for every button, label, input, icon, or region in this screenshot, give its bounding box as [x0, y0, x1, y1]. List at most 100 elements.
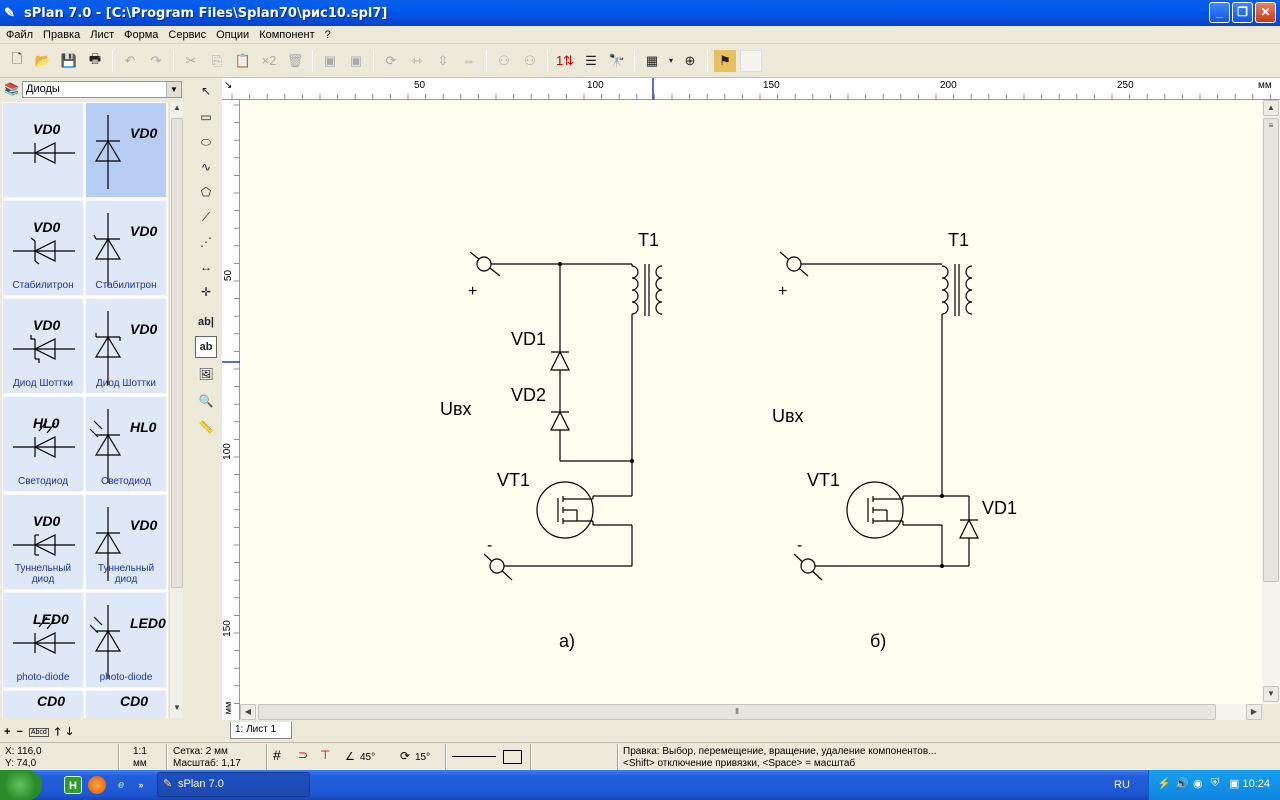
arrow-down-icon[interactable]: 🡓 [66, 725, 73, 738]
library-cell-diode-v[interactable]: VD0 [85, 102, 167, 198]
polygon-icon[interactable]: ⬠ [200, 185, 212, 199]
send-back-icon[interactable]: ▣ [349, 52, 363, 68]
scroll-left-icon[interactable]: ◀ [240, 704, 256, 720]
menu-edit[interactable]: Правка [43, 28, 81, 41]
ie-icon[interactable]: e [117, 779, 125, 791]
canvas-hscrollbar[interactable]: ◀ ⦀ ▶ [240, 704, 1262, 720]
library-select[interactable]: Диоды ▼ [22, 80, 182, 98]
image-icon[interactable]: 🖼 [198, 367, 214, 381]
library-cell-partial[interactable]: CD0 [2, 690, 84, 718]
canvas-vscroll-thumb[interactable]: ≡ [1263, 118, 1279, 582]
blank-tool-icon[interactable] [740, 49, 762, 72]
tray-network-icon[interactable]: ⚡ [1157, 778, 1171, 790]
save-icon[interactable]: 💾 [60, 52, 78, 68]
minimize-button[interactable]: _ [1209, 2, 1230, 23]
cut-icon[interactable]: ✂ [185, 52, 197, 68]
align-icon[interactable]: ⇔ [462, 53, 476, 68]
library-scroll-thumb[interactable] [171, 118, 183, 588]
component-editor-icon[interactable]: ⚑ [714, 49, 736, 72]
library-cell-partial[interactable]: CD0 [85, 690, 167, 718]
mirror-h-icon[interactable]: ⇿ [411, 52, 423, 68]
abcd-icon[interactable]: Abcd [28, 727, 49, 737]
chevron-down-icon[interactable]: ▼ [166, 81, 181, 97]
close-button[interactable]: ✕ [1255, 2, 1276, 23]
redo-icon[interactable]: ↷ [150, 52, 162, 68]
duplicate-icon[interactable]: ×2 [261, 53, 277, 68]
splan-app-icon[interactable]: ✎ [4, 5, 15, 20]
quicklaunch-more-icon[interactable]: » [138, 780, 144, 790]
menu-form[interactable]: Форма [124, 28, 159, 41]
menu-options[interactable]: Опции [216, 28, 250, 41]
sheet-tab-1[interactable]: 1: Лист 1 [230, 722, 292, 739]
bring-front-icon[interactable]: ▣ [323, 52, 337, 68]
scroll-down-icon[interactable]: ▼ [173, 703, 181, 712]
language-indicator[interactable]: RU [1114, 779, 1130, 791]
tray-monitor-icon[interactable]: ▣ [1229, 778, 1240, 790]
magnet-icon[interactable]: ⊃ [298, 748, 309, 762]
polyline-icon[interactable]: ⋰ [200, 235, 212, 249]
line-icon[interactable]: ⟋ [201, 209, 211, 224]
library-book-icon[interactable]: 📚 [4, 82, 19, 96]
pointer-icon[interactable]: ↖ [200, 84, 212, 98]
rotate-step-icon[interactable]: ⟳ [400, 749, 411, 763]
open-folder-icon[interactable]: 📂 [34, 52, 52, 68]
taskbar-item-splan[interactable]: ✎ sPlan 7.0 [157, 772, 310, 797]
angle-snap-icon[interactable]: ∠ [345, 751, 355, 763]
copy-icon[interactable]: ⎘ [211, 52, 223, 68]
ungroup-icon[interactable]: ⚇ [524, 52, 536, 68]
zoom-fit-icon[interactable]: ⊕ [684, 52, 696, 68]
library-scrollbar[interactable]: ▲ ▼ [169, 102, 183, 718]
paste-icon[interactable]: 📋 [234, 52, 252, 68]
fill-style-icon[interactable] [503, 750, 522, 764]
zoom-icon[interactable]: 🔍 [198, 394, 214, 408]
library-cell-diode-h[interactable]: VD0 [2, 102, 84, 198]
status-angle-2[interactable]: 15° [415, 752, 431, 763]
drawing-canvas[interactable]: T1 + VD1 VD2 Uвх VT1 - а) T1 + Uвх VT1 V… [240, 100, 1262, 704]
scroll-up-icon[interactable]: ▲ [173, 103, 181, 112]
group-icon[interactable]: ⚇ [498, 52, 510, 68]
mirror-v-icon[interactable]: ⇳ [437, 52, 449, 68]
dimension-icon[interactable]: ↔ [200, 260, 212, 274]
tray-security-icon[interactable]: ⛨ [1211, 777, 1220, 789]
quicklaunch-h-icon[interactable]: H [64, 776, 82, 794]
plus-icon[interactable]: + [4, 726, 11, 738]
scroll-down-icon[interactable]: ▼ [1263, 686, 1279, 702]
scroll-right-icon[interactable]: ▶ [1246, 704, 1262, 720]
rectangle-icon[interactable]: ▭ [200, 110, 212, 124]
start-button[interactable] [0, 770, 42, 800]
status-angle-1[interactable]: 45° [360, 752, 376, 763]
line-style-icon[interactable] [452, 756, 496, 757]
find-icon[interactable]: 🔭 [608, 52, 626, 68]
menu-service[interactable]: Сервис [168, 28, 207, 41]
parts-list-icon[interactable]: ☰ [585, 52, 597, 68]
bezier-icon[interactable]: ∿ [200, 160, 212, 174]
menu-help[interactable]: ? [324, 28, 331, 41]
grid-icon[interactable]: ▦ [645, 52, 659, 68]
firefox-icon[interactable] [88, 776, 106, 794]
maximize-button[interactable]: ❐ [1232, 2, 1253, 23]
scroll-up-icon[interactable]: ▲ [1263, 100, 1279, 116]
measure-icon[interactable]: 📏 [198, 420, 214, 434]
delete-icon[interactable]: 🗑 [286, 52, 304, 68]
snap-grid-icon[interactable]: # [273, 747, 281, 763]
canvas-hscroll-thumb[interactable]: ⦀ [258, 704, 1216, 720]
minus-icon[interactable]: − [16, 726, 23, 738]
new-file-icon[interactable]: 🗋 [11, 50, 23, 66]
ruler-corner-icon[interactable]: ↘ [224, 80, 233, 91]
dropdown-arrow-icon[interactable]: ▾ [668, 56, 673, 65]
menu-component[interactable]: Компонент [259, 28, 315, 41]
print-icon[interactable]: 🖶 [88, 50, 102, 66]
rotate-icon[interactable]: ⟳ [385, 52, 397, 68]
junction-icon[interactable]: ✛ [200, 285, 212, 299]
undo-icon[interactable]: ↶ [124, 52, 136, 68]
tray-volume-icon[interactable]: 🔊 [1175, 778, 1189, 790]
textbox-icon[interactable]: ab [195, 336, 217, 358]
